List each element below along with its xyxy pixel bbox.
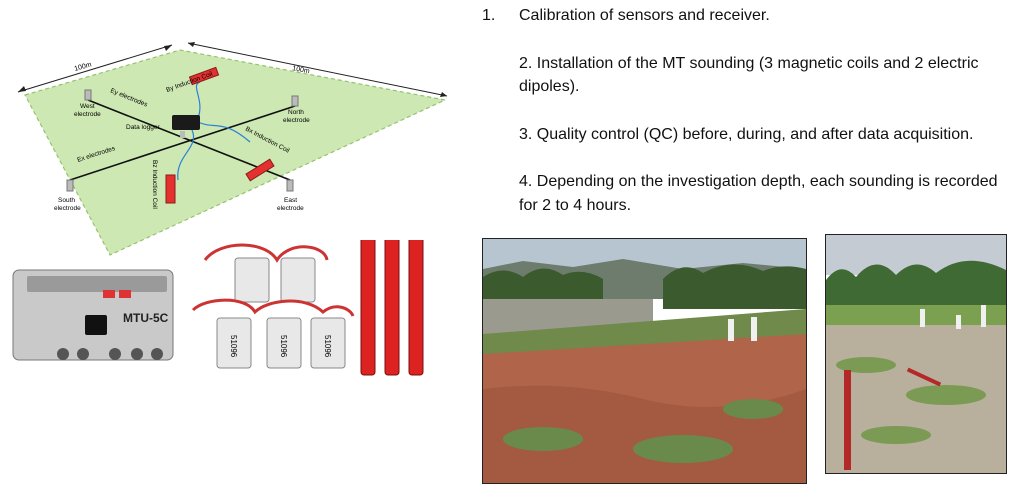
electrode-serial-label: 51096 bbox=[229, 335, 238, 358]
trees bbox=[826, 260, 1006, 315]
electrode-pot-icon bbox=[310, 317, 346, 369]
field-photo-site-image bbox=[483, 239, 806, 483]
arrow-head-icon bbox=[18, 86, 26, 92]
procedure-steps: 1. Calibration of sensors and receiver. … bbox=[482, 4, 1002, 241]
bx-coil-icon bbox=[245, 158, 275, 182]
west-electrode-icon bbox=[84, 89, 92, 101]
step-2: 2. Installation of the MT sounding (3 ma… bbox=[482, 52, 1002, 99]
equipment-illustration: MTU-5C 51096 51096 51096 bbox=[12, 240, 424, 376]
dimension-arrow-right bbox=[187, 42, 448, 97]
logger-stand-icon bbox=[180, 131, 185, 138]
electrode-pot-icon bbox=[280, 257, 316, 303]
trees bbox=[483, 264, 806, 309]
west-electrode-label-2: electrode bbox=[74, 111, 101, 118]
receiver-screen-icon bbox=[85, 315, 107, 335]
field-photo-coil-image bbox=[826, 235, 1006, 473]
coil-on-ground-icon bbox=[906, 367, 942, 387]
east-electrode-icon bbox=[286, 179, 294, 192]
step-4-text: 4. Depending on the investigation depth,… bbox=[519, 173, 998, 214]
receiver-connector-icon bbox=[131, 348, 143, 360]
field-photo-site bbox=[482, 238, 807, 484]
induction-coil-icon bbox=[384, 240, 400, 376]
step-1-text: Calibration of sensors and receiver. bbox=[519, 7, 770, 24]
arrow-head-icon bbox=[440, 92, 447, 97]
dimension-label-right: 100m bbox=[292, 65, 311, 75]
ground-vegetation bbox=[836, 357, 986, 444]
step-1: 1. Calibration of sensors and receiver. bbox=[482, 4, 1002, 28]
electrode-serial-label: 51096 bbox=[323, 335, 332, 358]
arrow-head-icon bbox=[188, 42, 195, 47]
step-3: 3. Quality control (QC) before, during, … bbox=[482, 123, 1002, 147]
induction-coil-in-ground-icon bbox=[844, 370, 851, 470]
receiver-connector-icon bbox=[151, 348, 163, 360]
step-1-number: 1. bbox=[482, 7, 496, 24]
north-electrode-label-1: North bbox=[288, 109, 304, 116]
electrode-wire-icon bbox=[203, 243, 329, 263]
electrode-pot-icon bbox=[234, 257, 270, 303]
electrode-serial-label: 51096 bbox=[279, 335, 288, 358]
south-electrode-label-2: electrode bbox=[54, 205, 81, 212]
electric-dipole-ey bbox=[87, 99, 291, 181]
receiver-model-label: MTU-5C bbox=[123, 311, 169, 325]
field-photo-coil bbox=[825, 234, 1007, 474]
data-logger-icon bbox=[172, 115, 200, 130]
ground-plane bbox=[24, 49, 447, 256]
electrode-pot-icon bbox=[216, 317, 252, 369]
cable-bx bbox=[197, 121, 251, 143]
step-2-text: 2. Installation of the MT sounding (3 ma… bbox=[519, 54, 979, 96]
mt-layout-diagram: 100m 100m West electrode North electrode… bbox=[17, 42, 448, 256]
electrode-pot-icon bbox=[266, 317, 302, 369]
south-electrode-label-1: South bbox=[58, 197, 75, 204]
east-electrode-label-1: East bbox=[284, 197, 297, 204]
west-electrode-label-1: West bbox=[80, 103, 95, 110]
receiver-button-icon bbox=[103, 290, 115, 298]
receiver-connector-icon bbox=[77, 348, 89, 360]
bz-coil-label: Bz Induction Coil bbox=[151, 160, 158, 209]
dimension-label-left: 100m bbox=[74, 61, 93, 73]
cable-bz bbox=[177, 129, 195, 181]
dimension-arrow-left bbox=[17, 44, 173, 93]
data-logger-label: Data logger bbox=[126, 124, 160, 131]
south-electrode-icon bbox=[66, 179, 74, 192]
cable-by bbox=[195, 81, 201, 119]
workers-icon bbox=[728, 317, 757, 341]
workers-icon bbox=[920, 305, 986, 329]
induction-coil-icon bbox=[360, 240, 376, 376]
electric-dipole-ex bbox=[69, 105, 296, 181]
north-electrode-icon bbox=[291, 95, 299, 107]
arrow-head-icon bbox=[164, 45, 172, 51]
electrode-wire-icon bbox=[191, 298, 355, 317]
grass-patches bbox=[503, 399, 783, 463]
receiver-top-panel bbox=[27, 276, 167, 292]
receiver-connector-icon bbox=[109, 348, 121, 360]
by-coil-icon bbox=[188, 66, 220, 86]
north-electrode-label-2: electrode bbox=[283, 117, 310, 124]
step-3-text: 3. Quality control (QC) before, during, … bbox=[519, 125, 974, 143]
induction-coil-icon bbox=[408, 240, 424, 376]
receiver-button-icon bbox=[119, 290, 131, 298]
east-electrode-label-2: electrode bbox=[277, 205, 304, 212]
receiver-connector-icon bbox=[57, 348, 69, 360]
step-4: 4. Depending on the investigation depth,… bbox=[482, 170, 1002, 217]
bz-coil-icon bbox=[165, 174, 176, 204]
